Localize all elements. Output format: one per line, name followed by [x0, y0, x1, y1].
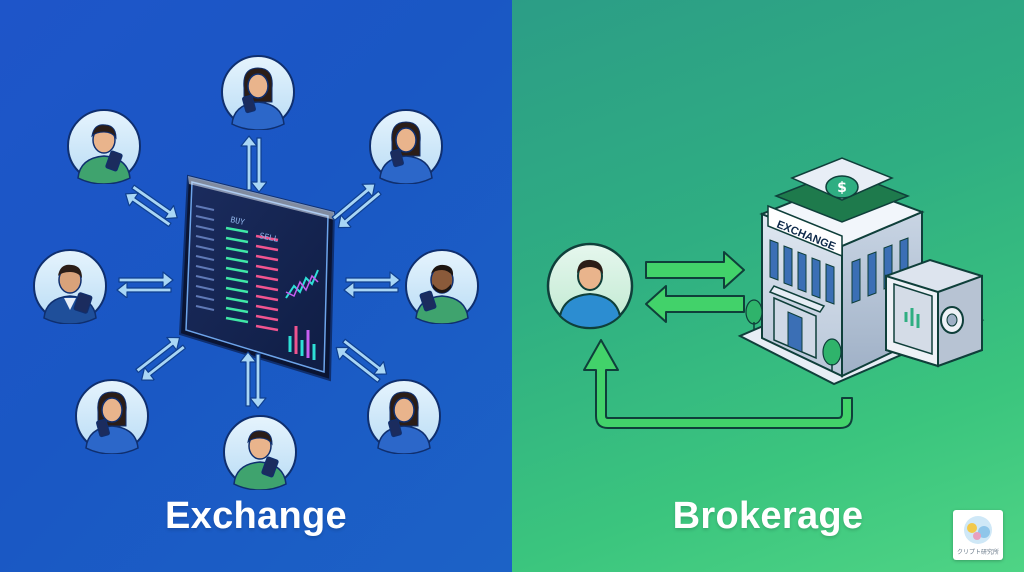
person-icon: [405, 249, 479, 324]
exchange-panel: BUY SELL Exchange: [0, 0, 512, 572]
person-icon: [546, 242, 634, 330]
bank-building-icon: $ EXCHANGE: [737, 157, 985, 386]
person-icon: [67, 109, 141, 184]
dollar-icon: $: [825, 175, 859, 199]
exchange-arrow-icon: [326, 177, 388, 235]
buy-label: BUY: [230, 215, 246, 227]
trading-screen-icon: BUY SELL: [178, 174, 336, 382]
exchange-title: Exchange: [165, 495, 347, 537]
logo-icon: [964, 516, 992, 544]
return-arrow-icon: [583, 339, 853, 429]
person-icon: [367, 379, 441, 454]
exchange-diagram: BUY SELL: [33, 55, 479, 490]
person-icon: [223, 415, 297, 490]
sell-label: SELL: [259, 231, 280, 244]
watermark-text: クリプト研究所: [956, 549, 999, 556]
person-icon: [33, 249, 107, 324]
watermark-logo: クリプト研究所: [953, 510, 1003, 560]
exchange-arrow-icon: [116, 271, 174, 298]
brokerage-title: Brokerage: [672, 495, 864, 537]
exchange-arrow-icon: [129, 330, 192, 387]
exchange-arrow-icon: [645, 251, 745, 323]
safe-icon: [885, 258, 983, 368]
exchange-arrow-icon: [120, 178, 183, 234]
person-icon: [369, 109, 443, 184]
exchange-arrow-icon: [330, 332, 393, 389]
person-icon: [221, 55, 295, 130]
person-icon: [75, 379, 149, 454]
brokerage-diagram: $ EXCHANGE: [546, 157, 985, 429]
brokerage-panel: $ EXCHANGE: [512, 0, 1024, 572]
exchange-arrow-icon: [240, 351, 267, 409]
exchange-arrow-icon: [343, 271, 401, 298]
svg-text:$: $: [837, 180, 847, 196]
exchange-arrow-icon: [240, 135, 267, 193]
